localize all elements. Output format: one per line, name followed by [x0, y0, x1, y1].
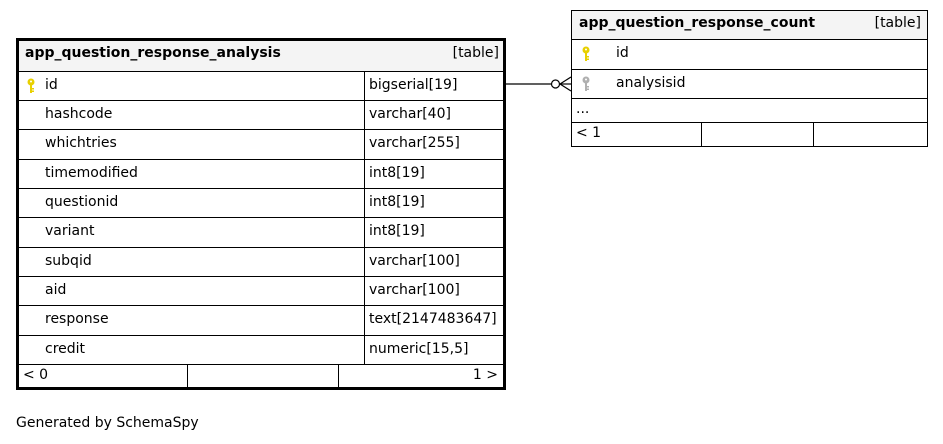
column-name: timemodified: [45, 165, 138, 181]
column-row-variant: variant int8[19]: [19, 218, 503, 248]
table-app-question-response-analysis: app_question_response_analysis [table] i…: [16, 38, 506, 390]
table-footer: < 0 1 >: [19, 365, 503, 388]
column-name: variant: [45, 223, 95, 239]
column-name: aid: [45, 282, 67, 298]
column-name: response: [45, 311, 109, 327]
more-columns-ellipsis: ...: [576, 101, 590, 117]
column-row-response: response text[2147483647]: [19, 306, 503, 336]
column-name: hashcode: [45, 106, 113, 122]
children-count: < 1: [576, 125, 602, 141]
optional-marker: [550, 79, 561, 89]
column-type: varchar[40]: [369, 106, 451, 122]
column-row-hashcode: hashcode varchar[40]: [19, 101, 503, 130]
column-type: numeric[15,5]: [369, 341, 469, 357]
foreign-key-icon: [582, 76, 590, 91]
column-type: int8[19]: [369, 165, 425, 181]
column-type: varchar[100]: [369, 282, 460, 298]
column-type: int8[19]: [369, 223, 425, 239]
table-app-question-response-count: app_question_response_count [table] id a…: [571, 10, 928, 147]
more-columns-row: ...: [572, 99, 927, 123]
column-name: whichtries: [45, 135, 117, 151]
primary-key-icon: [27, 78, 35, 93]
table-kind: [table]: [452, 45, 499, 61]
column-row-whichtries: whichtries varchar[255]: [19, 130, 503, 160]
column-type: bigserial[19]: [369, 77, 458, 93]
column-name: subqid: [45, 253, 92, 269]
table-kind: [table]: [874, 15, 921, 31]
column-row-timemodified: timemodified int8[19]: [19, 160, 503, 189]
column-type: varchar[100]: [369, 253, 460, 269]
table-name: app_question_response_analysis: [25, 45, 281, 61]
crow-foot-marker: [559, 76, 572, 85]
parents-count: 1 >: [472, 367, 498, 383]
column-row-subqid: subqid varchar[100]: [19, 248, 503, 277]
table-header: app_question_response_analysis [table]: [19, 41, 503, 72]
column-name: analysisid: [616, 75, 686, 91]
column-row-questionid: questionid int8[19]: [19, 189, 503, 218]
column-row-credit: credit numeric[15,5]: [19, 336, 503, 365]
table-footer: < 1: [572, 123, 927, 146]
table-name: app_question_response_count: [579, 15, 816, 31]
column-name: id: [45, 77, 58, 93]
column-row-analysisid: analysisid: [572, 70, 927, 99]
column-type: int8[19]: [369, 194, 425, 210]
column-name: credit: [45, 341, 86, 357]
column-row-aid: aid varchar[100]: [19, 277, 503, 306]
table-header: app_question_response_count [table]: [572, 11, 927, 40]
generated-by-text: Generated by SchemaSpy: [16, 415, 199, 431]
children-count: < 0: [23, 367, 49, 383]
column-type: varchar[255]: [369, 135, 460, 151]
primary-key-icon: [582, 46, 590, 61]
column-row-id: id bigserial[19]: [19, 72, 503, 101]
column-name: id: [616, 45, 629, 61]
column-name: questionid: [45, 194, 119, 210]
column-type: text[2147483647]: [369, 311, 497, 327]
column-row-id: id: [572, 40, 927, 70]
